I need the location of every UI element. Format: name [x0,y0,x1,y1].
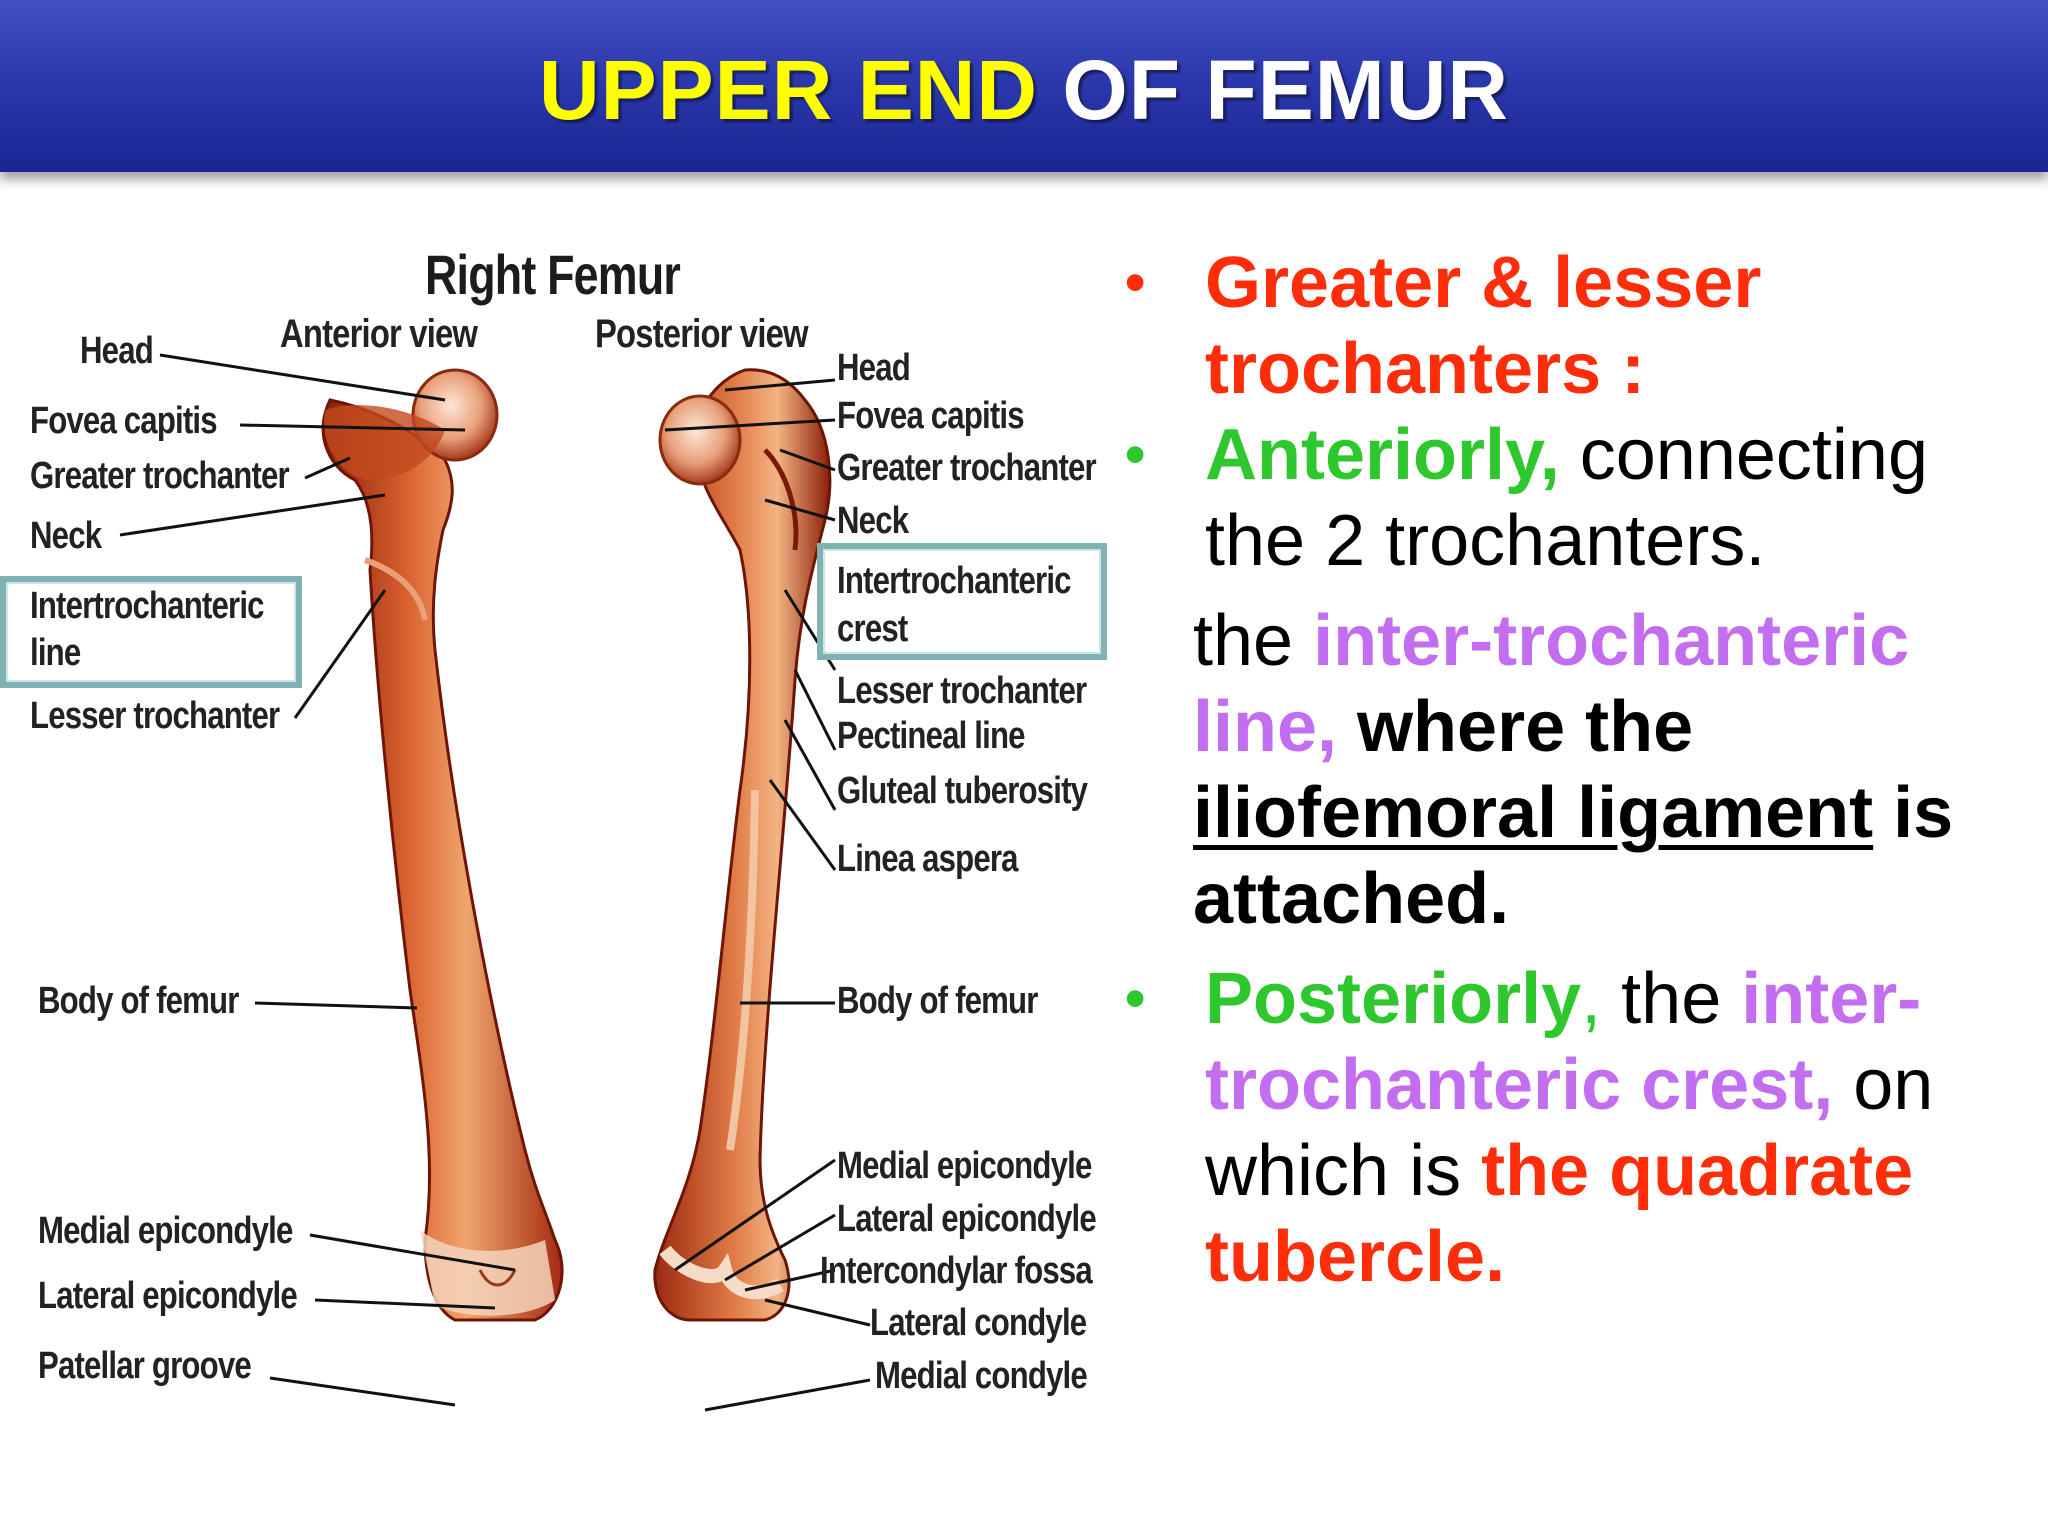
text-is-attached: is attached. [1193,773,1954,939]
bullet-heading: Greater & lesser trochanters : [1205,243,1762,409]
posteriorly-label: Posteriorly [1205,959,1582,1039]
label-post-medial-condyle: Medial condyle [875,1355,1088,1397]
label-post-body: Body of femur [837,980,1038,1022]
anterior-leader-lines [119,353,516,1407]
posteriorly-comma: , [1581,959,1622,1039]
label-ant-medial-epicondyle: Medial epicondyle [38,1210,293,1252]
femur-figure: Right Femur Anterior view Posterior view… [0,230,1115,1440]
highlight-box-intertrochanteric-crest [817,543,1107,660]
bullet-dot: • [1125,422,1146,487]
anterior-femur [321,368,564,1322]
label-ant-lesser-trochanter: Lesser trochanter [30,695,280,737]
label-post-lateral-condyle: Lateral condyle [870,1302,1087,1344]
bullet-dot: • [1125,966,1146,1031]
label-ant-greater-trochanter: Greater trochanter [30,455,290,497]
bullet-item-anteriorly: • Anteriorly, connecting the 2 trochante… [1125,412,2025,584]
label-ant-line: line [30,632,81,674]
label-post-lesser-trochanter: Lesser trochanter [837,670,1087,712]
label-post-fovea: Fovea capitis [837,395,1025,437]
label-ant-patellar-groove: Patellar groove [38,1345,252,1387]
slide-title: UPPER END OF FEMUR [0,40,2048,140]
label-post-pectineal-line: Pectineal line [837,715,1026,757]
label-post-lateral-epicondyle: Lateral epicondyle [837,1198,1097,1240]
label-ant-neck: Neck [30,515,102,557]
posterior-femur [653,368,832,1322]
label-ant-lateral-epicondyle: Lateral epicondyle [38,1275,298,1317]
text-where-the: where the [1337,687,1694,767]
label-ant-fovea: Fovea capitis [30,400,218,442]
title-rest: OF FEMUR [1038,43,1510,137]
text-the-2: the [1621,959,1742,1039]
paragraph-intertrochanteric-line: the inter-trochanteric line, where the i… [1125,598,2025,942]
label-ant-body: Body of femur [38,980,239,1022]
femur-illustration [119,353,871,1412]
text-the: the [1193,601,1314,681]
posterior-leader-lines [664,378,871,1412]
figure-heading: Right Femur [425,243,681,306]
label-ant-intertrochanteric: Intertrochanteric [30,585,264,627]
title-highlight: UPPER END [538,43,1039,137]
bullet-list: • Greater & lesser trochanters : • Anter… [1125,240,2025,1300]
text-intertrochanteric-crest: inter-trochanteric crest, [1205,959,1922,1125]
bullet-item-posteriorly: • Posteriorly, the inter-trochanteric cr… [1125,956,2025,1300]
text-on-which-is: on which is [1205,1045,1934,1211]
anteriorly-label: Anteriorly, [1205,415,1560,495]
posterior-view-label: Posterior view [595,312,809,356]
text-iliofemoral-ligament: iliofemoral ligament [1193,773,1874,853]
highlight-box-intertrochanteric-line [0,576,302,688]
bullet-dot: • [1125,250,1146,315]
text-quadrate-tubercle: the quadrate tubercle. [1205,1131,1914,1297]
label-ant-head: Head [80,330,154,372]
text-intertrochanteric-line: inter-trochanteric line, [1193,601,1910,767]
title-bar: UPPER END OF FEMUR [0,0,2048,172]
label-post-linea-aspera: Linea aspera [837,838,1019,880]
label-post-intercondylar-fossa: Intercondylar fossa [820,1250,1093,1292]
label-post-medial-epicondyle: Medial epicondyle [837,1145,1092,1187]
bullet-item-trochanters: • Greater & lesser trochanters : [1125,240,2025,412]
anterior-view-label: Anterior view [280,312,478,356]
anteriorly-text: connecting the 2 trochanters. [1205,415,1928,581]
label-post-intertrochanteric: Intertrochanteric [837,560,1071,602]
label-post-neck: Neck [837,500,909,542]
label-post-greater-trochanter: Greater trochanter [837,447,1097,489]
label-post-head: Head [837,347,911,389]
label-post-crest: crest [837,608,908,650]
label-post-gluteal-tuberosity: Gluteal tuberosity [837,770,1088,812]
